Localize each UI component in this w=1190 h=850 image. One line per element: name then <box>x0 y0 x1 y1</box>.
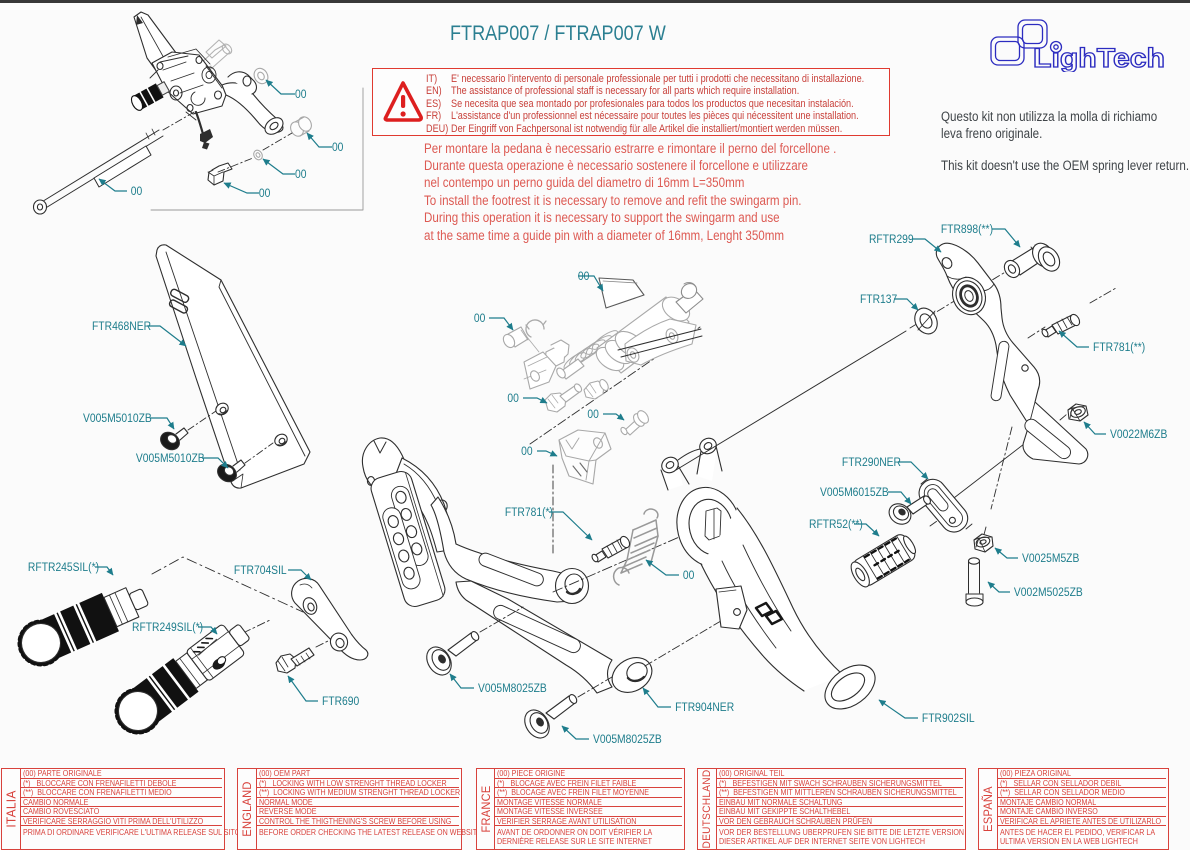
svg-text:00: 00 <box>578 271 589 284</box>
svg-text:FTR904NER: FTR904NER <box>675 701 734 714</box>
svg-text:V005M6015ZB: V005M6015ZB <box>820 486 889 499</box>
svg-text:V005M5010ZB: V005M5010ZB <box>136 452 205 465</box>
svg-text:RFTR299: RFTR299 <box>869 233 914 246</box>
svg-text:00: 00 <box>332 142 343 155</box>
svg-text:V002M5025ZB: V002M5025ZB <box>1014 586 1083 599</box>
svg-text:V0022M6ZB: V0022M6ZB <box>1110 428 1167 441</box>
svg-text:FTR468NER: FTR468NER <box>92 320 151 333</box>
svg-text:V005M5010ZB: V005M5010ZB <box>83 412 152 425</box>
svg-text:V0025M5ZB: V0025M5ZB <box>1022 552 1079 565</box>
svg-text:RFTR52(**): RFTR52(**) <box>809 518 863 531</box>
svg-text:FTR137: FTR137 <box>860 293 897 306</box>
svg-text:FTR781(*): FTR781(*) <box>505 506 553 519</box>
svg-text:FTR704SIL: FTR704SIL <box>234 564 287 577</box>
svg-text:FTR690: FTR690 <box>322 695 359 708</box>
svg-text:00: 00 <box>587 409 598 422</box>
svg-text:00: 00 <box>507 393 518 406</box>
svg-text:V005M8025ZB: V005M8025ZB <box>593 733 662 746</box>
svg-text:00: 00 <box>683 570 694 583</box>
svg-text:00: 00 <box>474 313 485 326</box>
svg-text:FTR290NER: FTR290NER <box>842 456 901 469</box>
svg-text:LıghTech: LıghTech <box>1033 43 1165 72</box>
svg-text:FTR902SIL: FTR902SIL <box>922 712 975 725</box>
svg-text:FTR898(**): FTR898(**) <box>941 223 993 236</box>
svg-text:RFTR249SIL(*): RFTR249SIL(*) <box>132 621 203 634</box>
svg-text:V005M8025ZB: V005M8025ZB <box>478 682 547 695</box>
svg-text:00: 00 <box>131 186 142 199</box>
svg-text:00: 00 <box>521 446 532 459</box>
svg-text:00: 00 <box>295 89 306 102</box>
svg-text:RFTR245SIL(*): RFTR245SIL(*) <box>28 561 99 574</box>
svg-text:FTR781(**): FTR781(**) <box>1093 341 1145 354</box>
svg-text:00: 00 <box>259 188 270 201</box>
svg-text:00: 00 <box>295 169 306 182</box>
